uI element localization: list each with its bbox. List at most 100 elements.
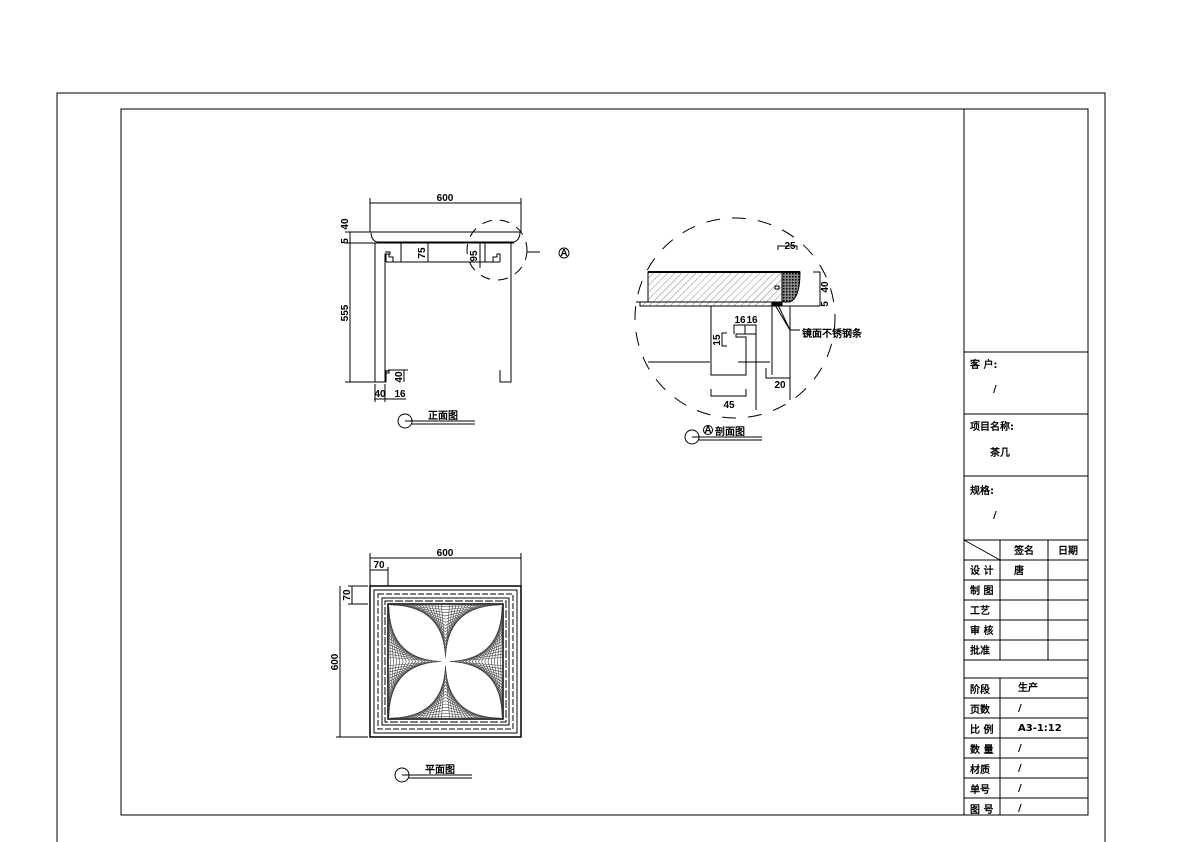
dim-top-thickness: 40 bbox=[340, 218, 351, 230]
section-marker bbox=[558, 247, 570, 259]
dim-b: 16 bbox=[746, 315, 758, 326]
dim-c: 15 bbox=[712, 334, 723, 346]
veneer-line bbox=[464, 641, 503, 682]
right-leg bbox=[484, 242, 512, 383]
veneer-line bbox=[388, 638, 423, 685]
info-row-label: 单号 bbox=[970, 783, 990, 796]
veneer-line bbox=[487, 619, 503, 704]
veneer-line bbox=[399, 706, 492, 719]
veneer-line bbox=[390, 604, 501, 607]
dim-plan-depth: 600 bbox=[330, 653, 341, 670]
veneer-line bbox=[441, 665, 450, 719]
veneer-line bbox=[388, 615, 401, 708]
veneer-line bbox=[458, 647, 503, 676]
date-header: 日期 bbox=[1058, 544, 1078, 557]
dim-foot-height: 40 bbox=[394, 371, 405, 383]
veneer-line bbox=[471, 634, 503, 689]
dim-edge: 25 bbox=[784, 241, 796, 252]
spec-value: / bbox=[993, 510, 997, 521]
dim-front-width: 600 bbox=[437, 193, 454, 204]
client-label: 客 户: bbox=[969, 358, 997, 371]
info-row-label: 阶段 bbox=[970, 683, 990, 696]
veneer-line bbox=[388, 644, 430, 679]
veneer-line bbox=[396, 709, 495, 719]
veneer-line bbox=[428, 604, 463, 646]
dim-leg: 45 bbox=[723, 400, 735, 411]
dim-a: 16 bbox=[734, 315, 746, 326]
tabletop bbox=[370, 231, 521, 243]
veneer-line bbox=[449, 657, 503, 666]
project-label: 项目名称: bbox=[970, 420, 1014, 433]
veneer-line bbox=[406, 604, 485, 623]
veneer-line bbox=[461, 644, 503, 679]
info-row-value: / bbox=[1018, 783, 1022, 794]
dim-inset: 16 bbox=[394, 389, 406, 400]
section-title-ref: A bbox=[704, 425, 711, 436]
info-row-value: / bbox=[1018, 763, 1022, 774]
veneer-line bbox=[438, 668, 453, 719]
info-row-label: 数 量 bbox=[970, 743, 993, 756]
veneer-line bbox=[388, 650, 436, 673]
veneer-line bbox=[434, 604, 457, 652]
veneer-line bbox=[388, 641, 427, 682]
sign-row-label: 批准 bbox=[970, 644, 990, 657]
veneer-line bbox=[388, 609, 394, 714]
veneer-line bbox=[425, 680, 466, 719]
front-view-title: 正面图 bbox=[428, 410, 458, 422]
client-value: / bbox=[993, 384, 997, 395]
veneer-line bbox=[431, 604, 460, 649]
veneer-line bbox=[403, 604, 488, 620]
info-row-label: 页数 bbox=[970, 703, 991, 716]
veneer-line bbox=[388, 606, 391, 717]
info-row-value: A3-1:12 bbox=[1018, 723, 1062, 734]
veneer-line bbox=[490, 615, 503, 708]
annotation-stainless-strip: 镜面不锈钢条 bbox=[802, 327, 863, 340]
veneer-line bbox=[388, 622, 407, 701]
outer-border bbox=[56, 92, 1106, 842]
sign-header: 签名 bbox=[1013, 544, 1034, 557]
spec-label: 规格: bbox=[970, 484, 994, 497]
veneer-line bbox=[399, 604, 492, 617]
front-view: 600 75 95 40 5 555 40 40 16 A 正面图 bbox=[340, 193, 570, 429]
veneer-line bbox=[434, 671, 457, 719]
dim-plan-border-y: 70 bbox=[342, 589, 353, 601]
veneer-line bbox=[390, 716, 501, 719]
veneer-line bbox=[396, 604, 495, 614]
veneer-line bbox=[388, 657, 442, 666]
dim-plan-border-x: 70 bbox=[373, 560, 385, 571]
veneer-line bbox=[493, 612, 503, 711]
veneer-line bbox=[441, 604, 450, 658]
veneer-line bbox=[455, 650, 503, 673]
info-row-value: 生产 bbox=[1018, 681, 1038, 694]
project-value: 茶几 bbox=[989, 446, 1010, 459]
dim-gap: 5 bbox=[340, 238, 351, 244]
veneer-line bbox=[393, 604, 498, 610]
veneer-line bbox=[388, 647, 433, 676]
veneer-line bbox=[484, 622, 503, 701]
sign-row-signature: 唐 bbox=[1014, 564, 1024, 577]
veneer-line bbox=[403, 703, 488, 719]
veneer-line bbox=[500, 606, 503, 717]
veneer-line bbox=[388, 619, 404, 704]
veneer-line bbox=[406, 700, 485, 719]
veneer-line bbox=[428, 677, 463, 719]
dim-height: 555 bbox=[340, 304, 351, 321]
veneer-line bbox=[468, 638, 503, 685]
veneer-line bbox=[388, 654, 439, 669]
title-block: 客 户: / 项目名称: 茶几 规格: / 签名 日期 设 计唐制 图工艺审 核… bbox=[963, 109, 1088, 816]
sign-row-label: 设 计 bbox=[970, 564, 993, 577]
section-marker-label: A bbox=[560, 248, 567, 259]
dim-plan-width: 600 bbox=[437, 548, 454, 559]
info-row-value: / bbox=[1018, 743, 1022, 754]
section-view: 25 40 5 16 16 15 45 20 镜面不锈钢条 A 剖面图 bbox=[634, 217, 863, 445]
plan-view-title: 平面图 bbox=[425, 764, 455, 776]
dim-bracket: 95 bbox=[469, 250, 480, 262]
veneer-pattern bbox=[388, 604, 503, 719]
veneer-line bbox=[422, 684, 469, 719]
dim-section-top: 40 bbox=[820, 281, 831, 293]
info-row-value: / bbox=[1018, 803, 1022, 814]
dim-apron: 75 bbox=[417, 247, 428, 259]
left-leg bbox=[374, 243, 391, 383]
veneer-line bbox=[418, 604, 473, 636]
